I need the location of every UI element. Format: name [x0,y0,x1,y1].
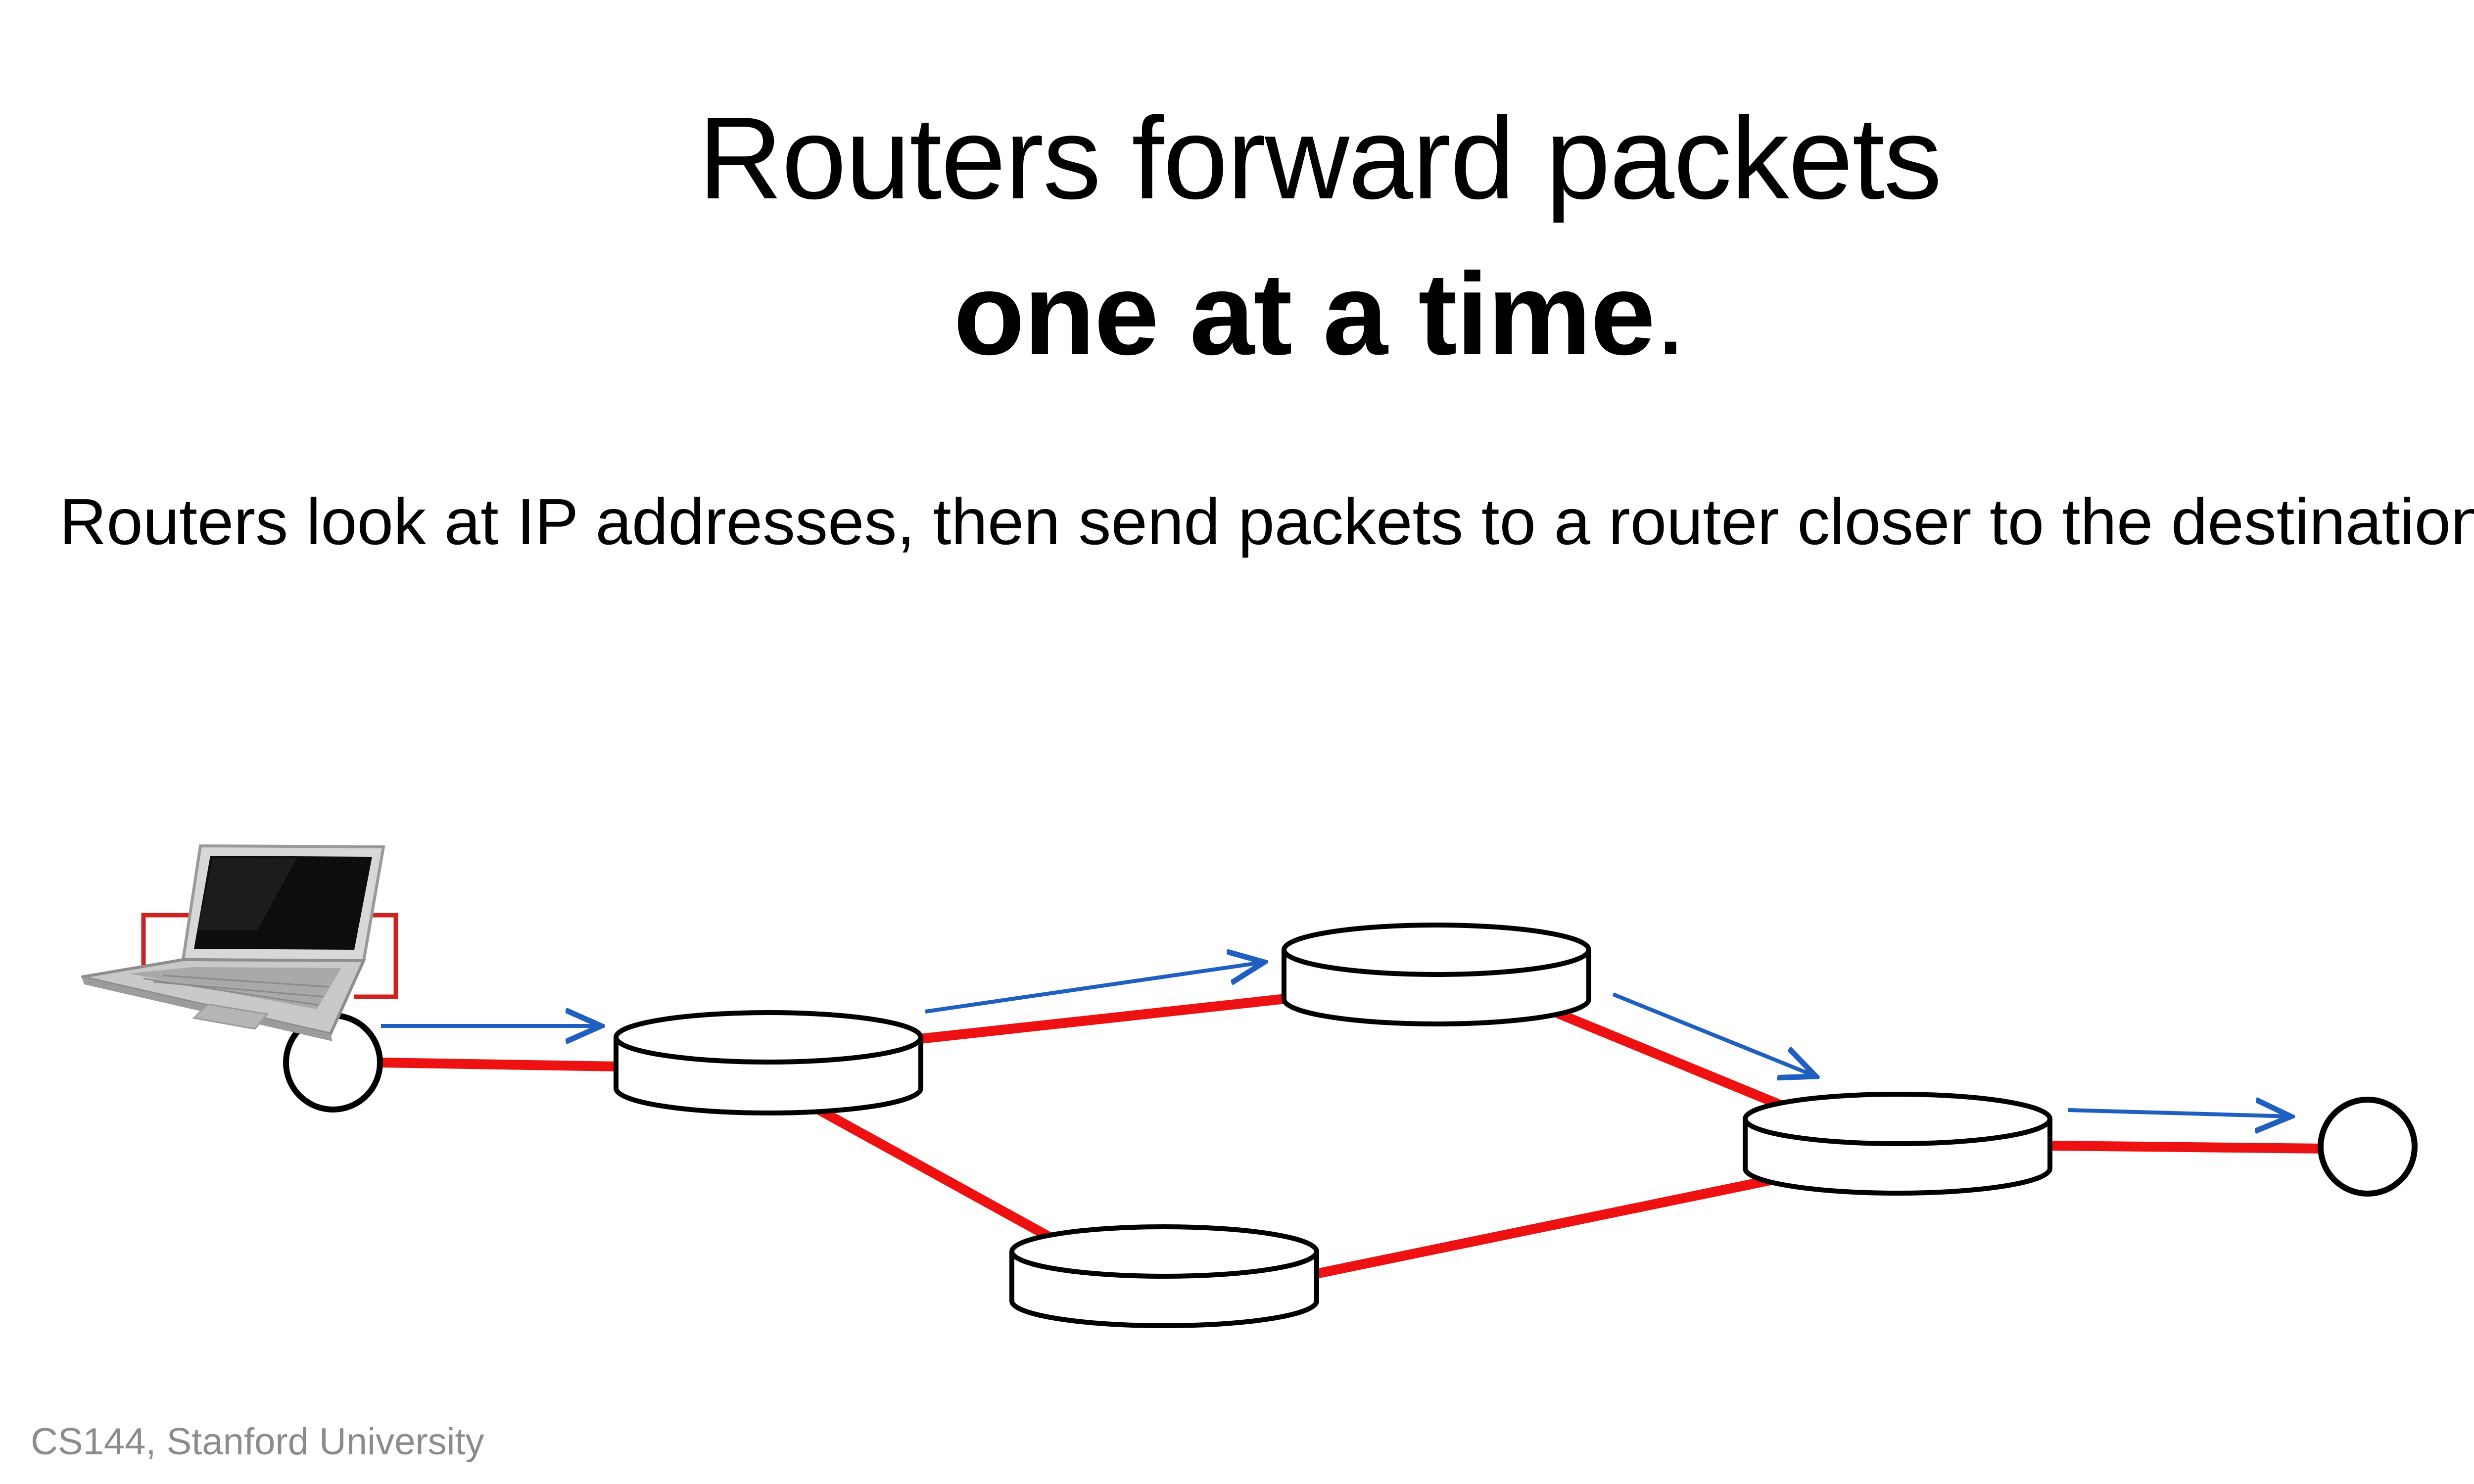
packet-box [141,913,398,999]
link-router3-dest [2048,1141,2326,1154]
network-links [381,989,2326,1279]
packet-flow-arrows [381,962,2291,1116]
title-line-1: Routers forward packets [698,93,1942,224]
link-router4-router3 [1315,1166,1817,1279]
title-period: . [1654,249,1687,379]
title-emphasis: one at a time [953,249,1656,379]
slide-footer: CS144, Stanford University [31,1421,484,1463]
router-3 [1743,1092,2052,1196]
laptop-icon [81,844,385,1041]
flow-arrow-3 [1612,992,1816,1076]
link-router1-router2 [919,989,1327,1044]
flow-arrow-2 [925,962,1264,1014]
destination-host-circle [2318,1097,2418,1197]
router-1 [614,1010,923,1115]
slide-subtitle: Routers look at IP addresses, then send … [59,485,2474,558]
flow-arrow-4 [2068,1110,2291,1116]
slide-title: Routers forward packets one at a time. [0,84,2474,396]
link-router1-router4 [782,1086,1051,1241]
title-line-2: one at a time. [0,232,2474,396]
link-host-router1 [381,1058,619,1071]
router-2 [1282,923,1591,1026]
router-4 [1009,1224,1319,1328]
